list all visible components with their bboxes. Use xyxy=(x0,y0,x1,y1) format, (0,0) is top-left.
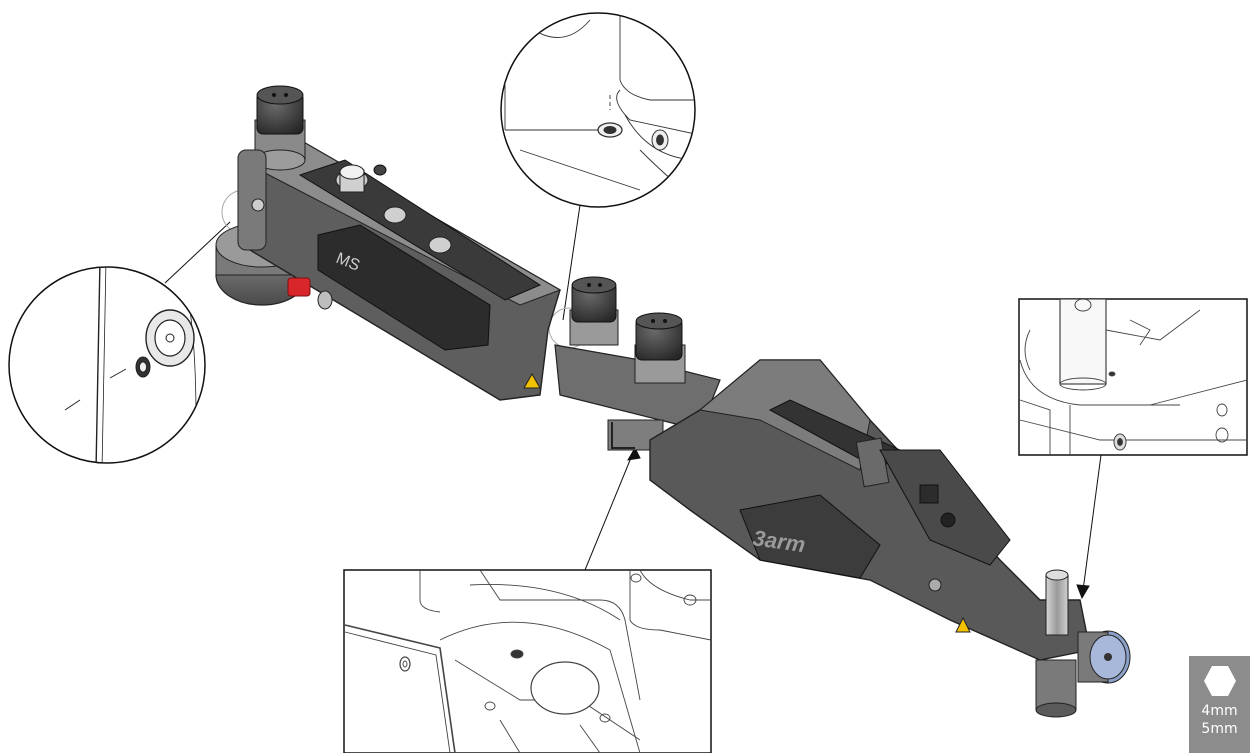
articulated-arm: MS xyxy=(215,85,1131,718)
warning-label-2 xyxy=(955,616,971,633)
hex-size-1: 4mm xyxy=(1201,703,1238,719)
left-pivot-detail xyxy=(8,266,206,464)
warning-label-1 xyxy=(523,372,541,389)
right-end-detail xyxy=(1018,298,1248,456)
hex-key-badge: 4mm 5mm xyxy=(1189,656,1250,753)
top-joint-detail xyxy=(500,12,696,208)
red-lever xyxy=(287,277,311,297)
hex-size-2: 5mm xyxy=(1201,721,1238,737)
hex-key-icon xyxy=(1203,666,1236,696)
bottom-joint-detail xyxy=(343,569,712,753)
leader-lines xyxy=(164,204,1102,600)
